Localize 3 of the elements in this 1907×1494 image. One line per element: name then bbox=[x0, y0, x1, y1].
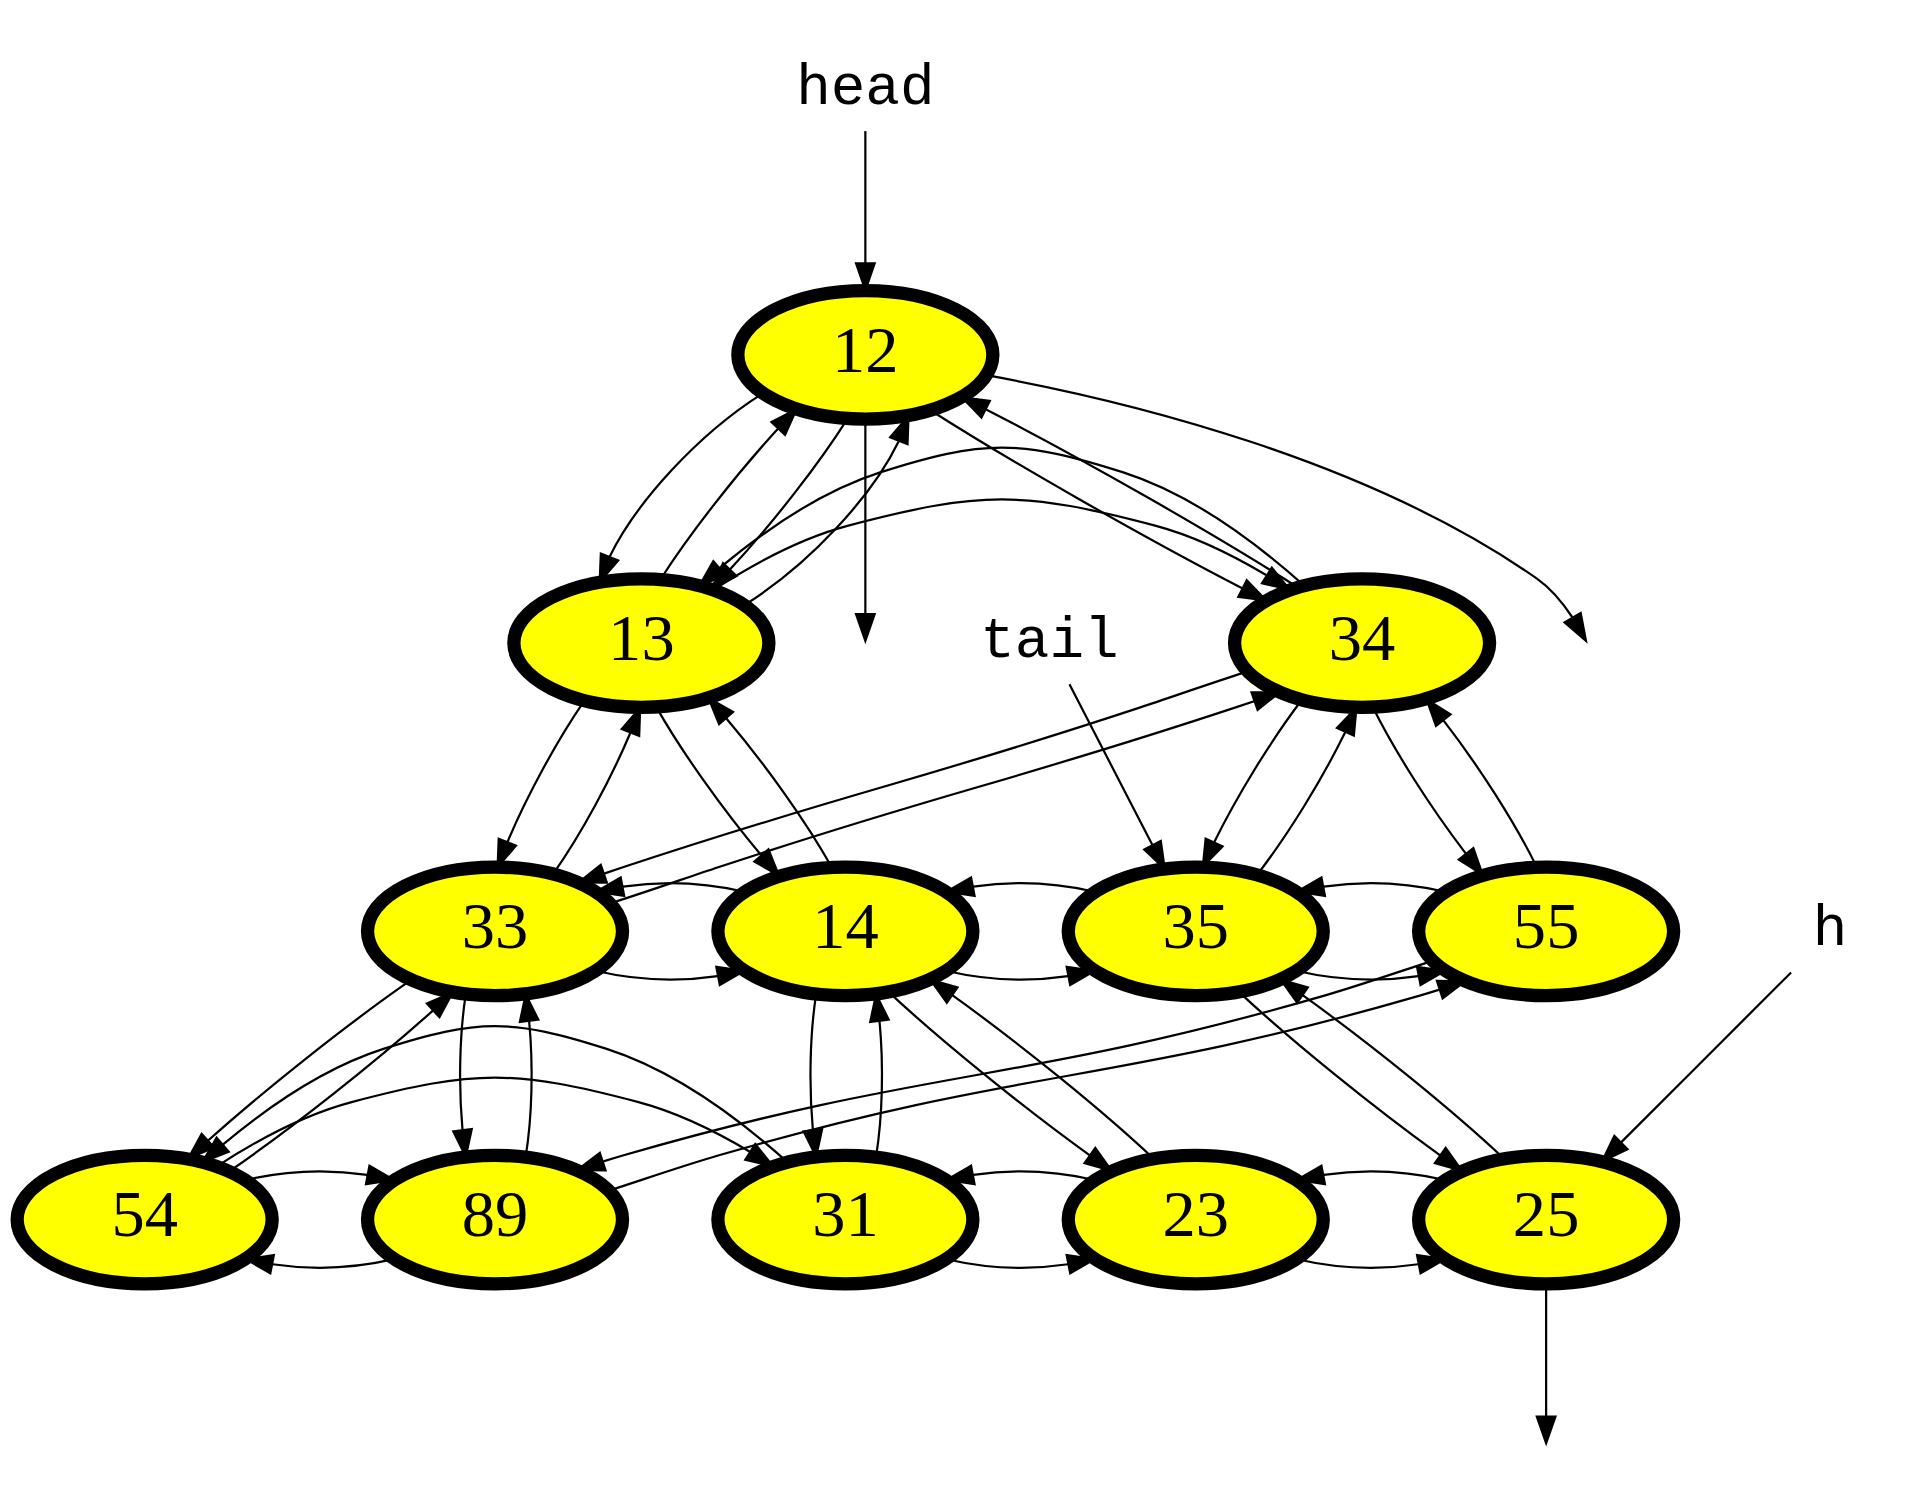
node-text: head bbox=[796, 55, 935, 121]
node-text: tail bbox=[980, 609, 1119, 675]
node-text: h bbox=[1812, 897, 1848, 963]
